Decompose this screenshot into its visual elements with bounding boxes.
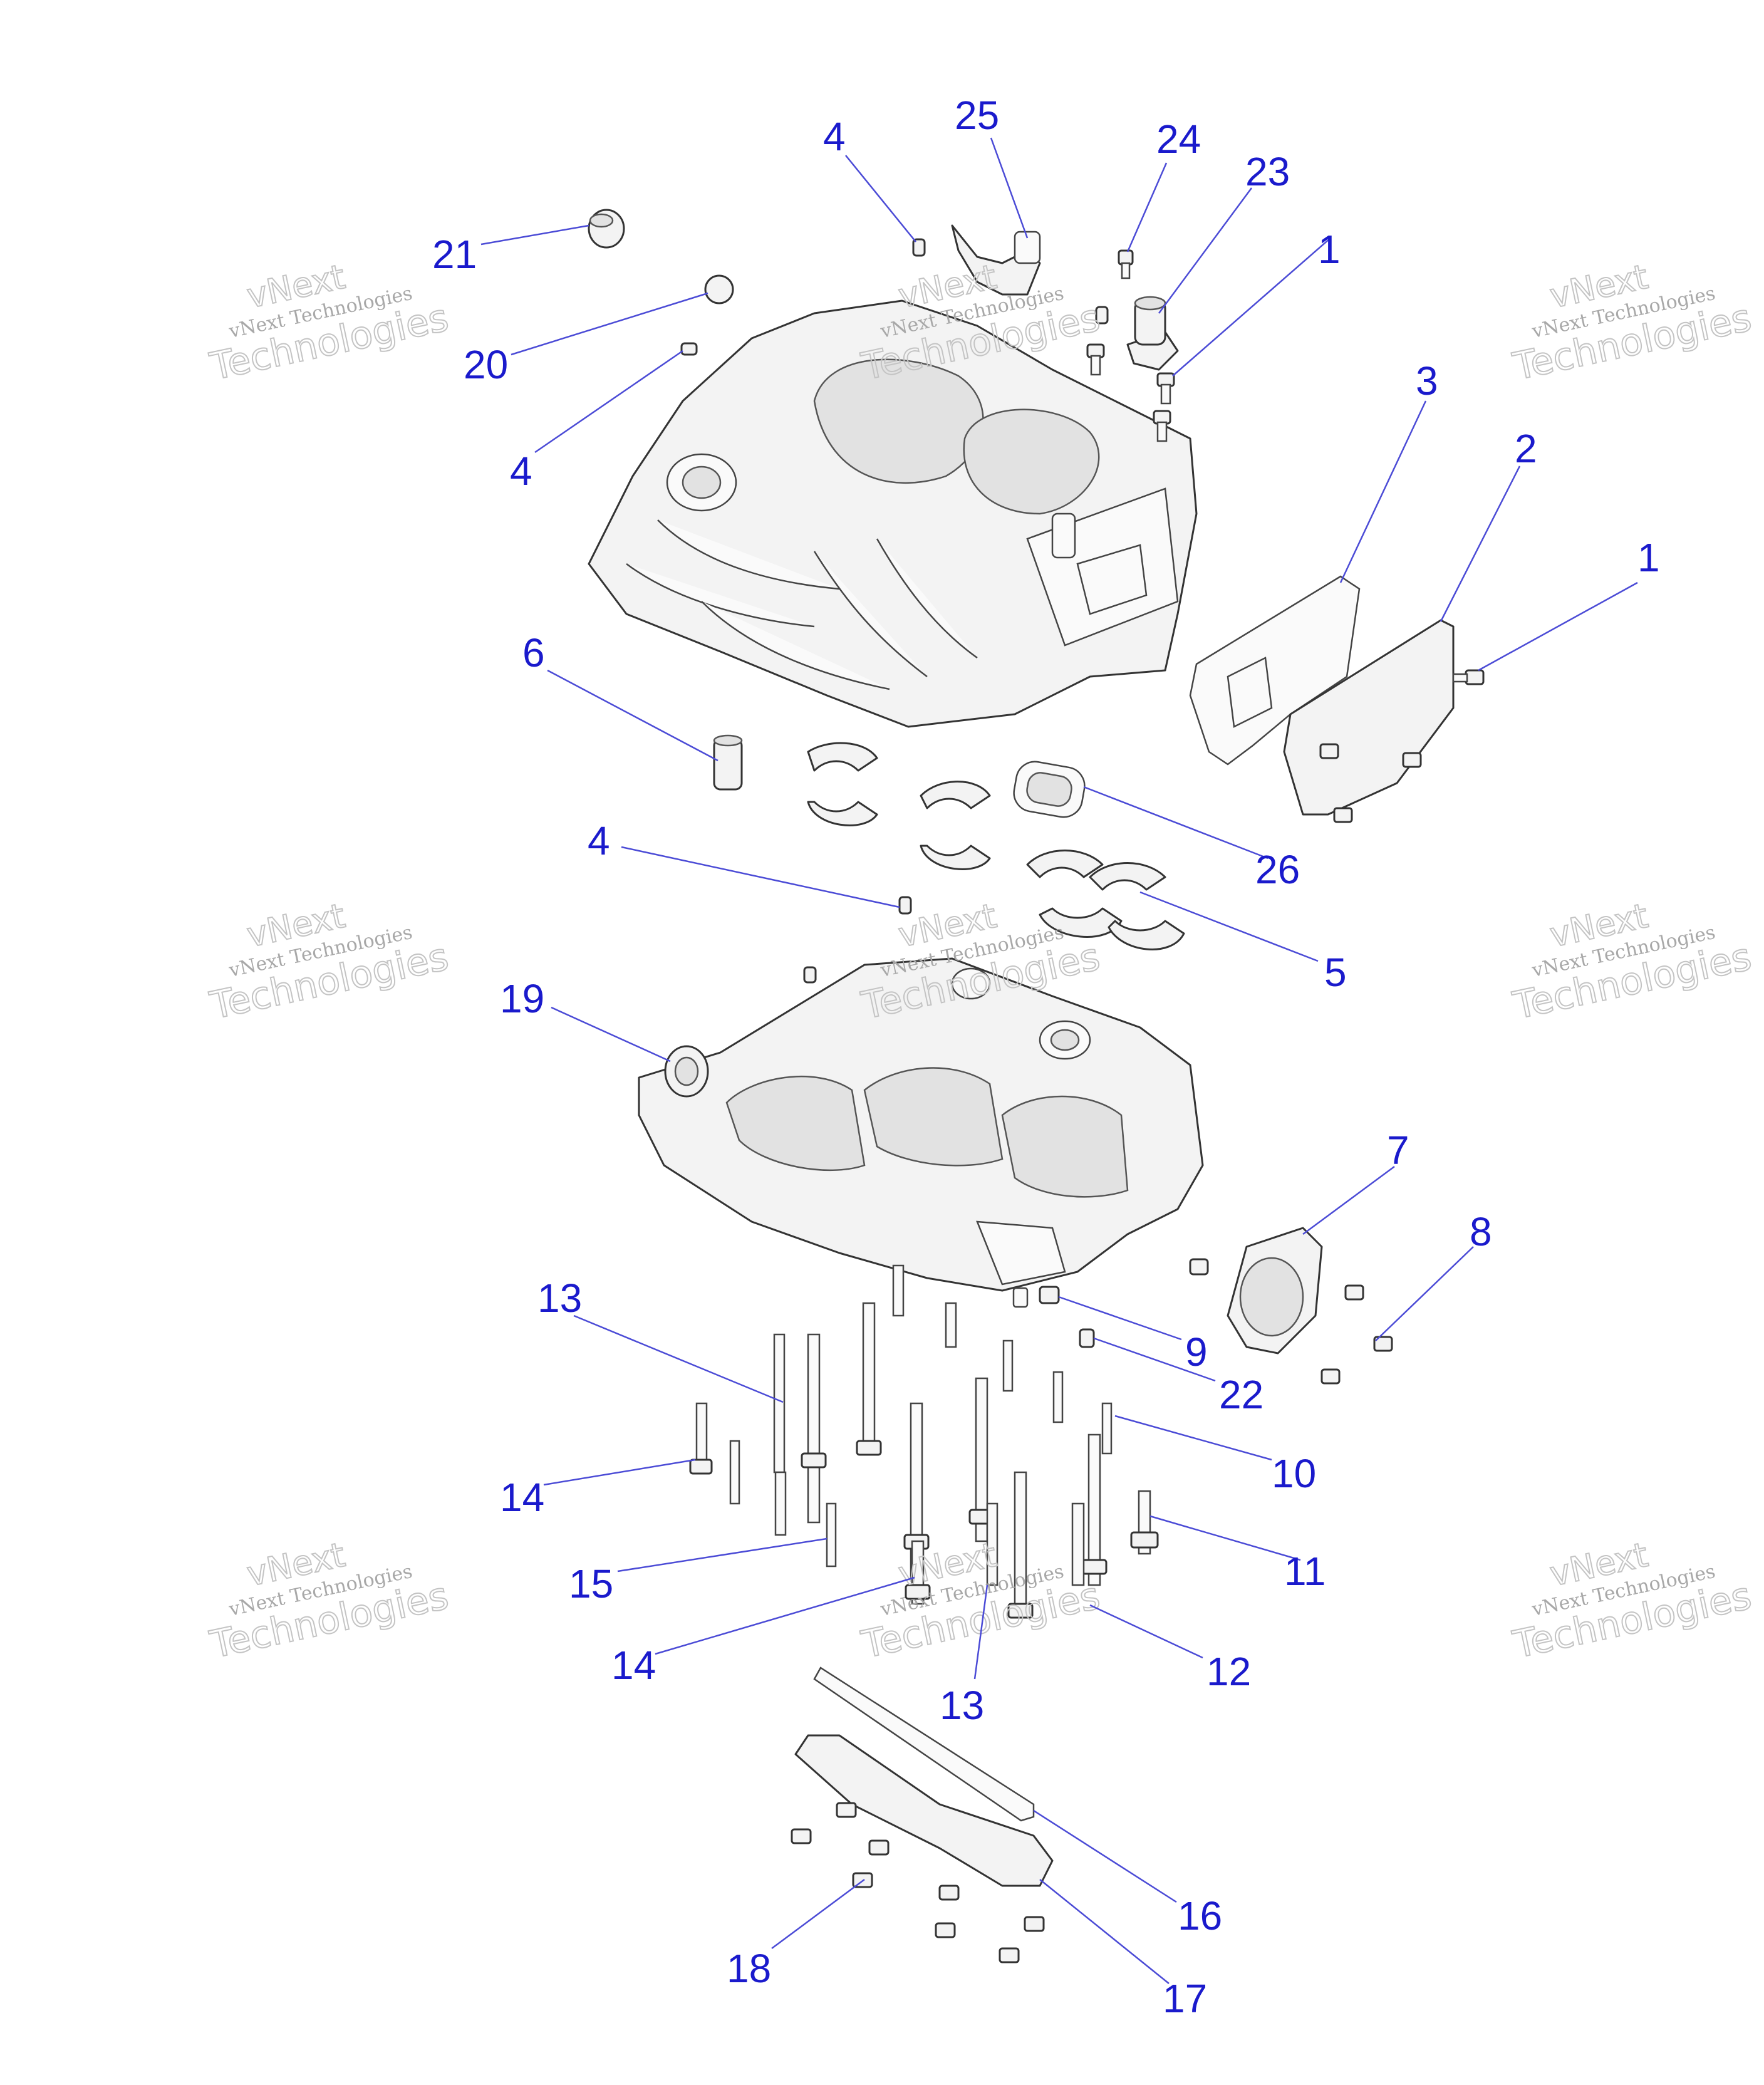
part-4-dowel-left	[680, 342, 698, 356]
part-9-plug	[1012, 1286, 1060, 1308]
callout-23: 23	[1245, 149, 1290, 194]
callout-12: 12	[1206, 1649, 1251, 1694]
callout-15: 15	[569, 1561, 613, 1606]
crankcase-bolts	[689, 1264, 1159, 1619]
callout-19: 19	[500, 976, 544, 1021]
watermark: vNext vNext Technologies Technologies	[205, 1534, 453, 1668]
part-24-bolt	[1118, 249, 1134, 279]
part-23-fitting	[1126, 296, 1179, 371]
callout-14: 14	[500, 1475, 544, 1520]
part-3-gasket	[1189, 575, 1361, 766]
part-4-dowel-top	[912, 238, 926, 257]
watermark: vNext vNext Technologies Technologies	[1508, 1534, 1756, 1668]
leader-lines	[480, 137, 1638, 1984]
callout-7: 7	[1387, 1128, 1409, 1173]
callout-4: 4	[510, 449, 532, 494]
watermark: vNext vNext Technologies Technologies	[205, 256, 453, 390]
part-26-seal	[1013, 761, 1086, 818]
part-4-dowel-mid	[898, 896, 912, 915]
callout-9: 9	[1185, 1329, 1208, 1375]
part-21-plug	[588, 209, 625, 249]
callout-5: 5	[1324, 950, 1347, 995]
callout-4: 4	[823, 114, 846, 159]
part-22-dowel	[1079, 1328, 1095, 1348]
part-7-cover	[1227, 1227, 1323, 1354]
upper-crankcase	[588, 299, 1198, 728]
watermark: vNext vNext Technologies Technologies	[1508, 895, 1756, 1029]
callout-21: 21	[432, 232, 477, 277]
part-19-seal	[664, 1045, 709, 1098]
part-2-cover	[1283, 619, 1455, 816]
part-18-bolts	[791, 1802, 1045, 1963]
callout-10: 10	[1272, 1451, 1316, 1496]
part-17-plate	[794, 1734, 1054, 1887]
callout-22: 22	[1219, 1372, 1263, 1417]
callout-18: 18	[727, 1946, 771, 1991]
part-20-plug	[704, 274, 734, 304]
part-1-bolts-cover	[1319, 669, 1485, 823]
callout-11: 11	[1284, 1549, 1326, 1594]
part-8-bolts	[1189, 1258, 1393, 1385]
watermark: vNext vNext Technologies Technologies	[1508, 256, 1756, 390]
callout-13: 13	[940, 1683, 984, 1728]
callout-13: 13	[537, 1276, 582, 1321]
callout-2: 2	[1515, 426, 1537, 471]
callout-16: 16	[1178, 1893, 1222, 1938]
callout-6: 6	[522, 630, 545, 675]
watermark: vNext vNext Technologies Technologies	[857, 1534, 1104, 1668]
callout-8: 8	[1470, 1209, 1492, 1254]
callouts: 25 4 24 23 1 21 20 4 3 2 1 6 26 4 5 19 7…	[432, 93, 1660, 2021]
callout-3: 3	[1416, 358, 1438, 403]
callout-4: 4	[588, 818, 610, 863]
part-1-bolts-top	[1086, 306, 1175, 442]
callout-25: 25	[955, 93, 999, 138]
callout-1: 1	[1637, 535, 1660, 580]
callout-14: 14	[611, 1643, 656, 1688]
callout-24: 24	[1156, 117, 1201, 162]
lower-crankcase	[638, 957, 1204, 1292]
part-25-sensor	[951, 224, 1041, 296]
watermark: vNext vNext Technologies Technologies	[205, 895, 453, 1029]
part-dowel-mid-2	[803, 966, 817, 984]
callout-17: 17	[1163, 1976, 1207, 2021]
part-6-filter	[713, 734, 743, 791]
callout-20: 20	[464, 342, 508, 387]
callout-1: 1	[1318, 227, 1341, 272]
part-5-bearings	[807, 742, 1185, 950]
callout-26: 26	[1255, 847, 1300, 892]
